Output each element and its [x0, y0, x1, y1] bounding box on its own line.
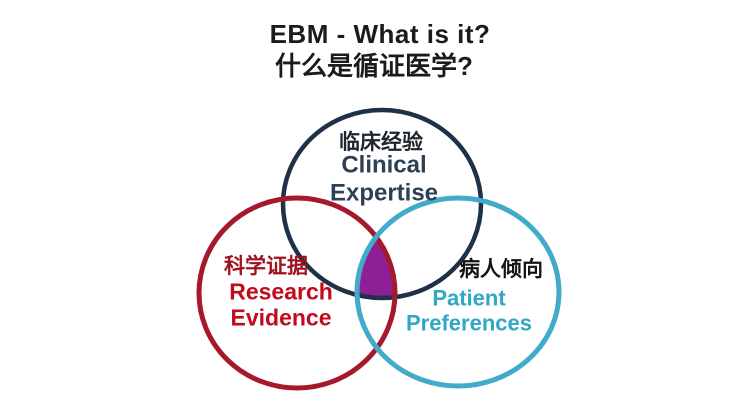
clinical-expertise-circle	[280, 107, 484, 301]
patient-label-line2: Preferences	[406, 311, 532, 336]
clinical-label-chinese: 临床经验	[339, 130, 423, 154]
research-label-line1: Research	[229, 278, 333, 305]
research-label-line2: Evidence	[230, 305, 332, 331]
clinical-label-english: Clinical Expertise	[330, 151, 438, 206]
page-title-english: EBM - What is it?	[269, 19, 491, 50]
patient-label-english: Patient Preferences	[406, 286, 532, 337]
clinical-label-line1: Clinical	[341, 151, 427, 179]
research-label-english: Research Evidence	[229, 279, 333, 332]
research-evidence-circle	[196, 195, 398, 391]
patient-label-line1: Patient	[432, 285, 506, 311]
clinical-label-line2: Expertise	[329, 179, 439, 206]
patient-preferences-circle	[354, 195, 562, 389]
research-label-chinese: 科学证据	[224, 254, 308, 278]
page-title-chinese: 什么是循证医学?	[275, 51, 473, 82]
patient-label-chinese: 病人倾向	[459, 257, 543, 281]
